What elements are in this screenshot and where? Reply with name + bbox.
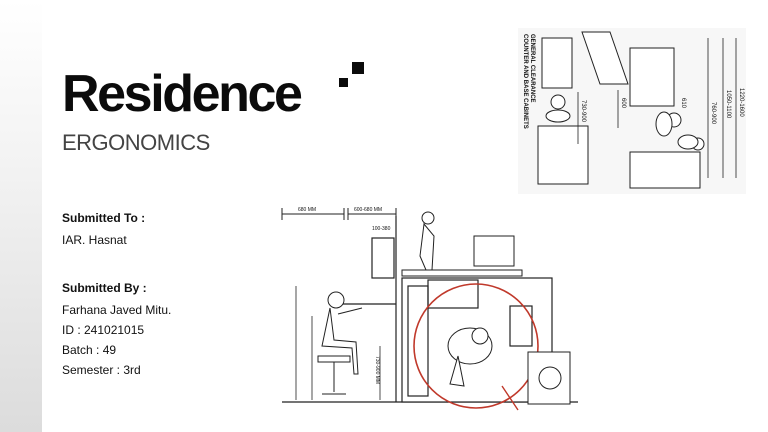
submitted-to-label: Submitted To :: [62, 211, 146, 225]
reach-radius-arc: [413, 283, 539, 409]
left-gradient-bar: [0, 0, 42, 432]
kitchen-clearance-drawing: COUNTER AND BASE CABINETS GENERAL CLEARA…: [518, 28, 746, 194]
dimension-label: 1050-1100: [725, 90, 731, 119]
plant-icon: [538, 366, 562, 390]
workspace-ergonomics-drawing: 680 MM 600-680 MM 100-380 730-900 MM: [281, 207, 578, 411]
cabinet-block: [541, 37, 573, 89]
dimension-label: 610: [680, 98, 686, 109]
submitted-by-line: Semester : 3rd: [62, 363, 141, 377]
submitted-by-line: Batch : 49: [62, 343, 117, 357]
dimension-label: 100-380: [372, 226, 391, 232]
dimension-label: 680 MM: [298, 207, 316, 213]
dimension-label: 730-900: [580, 100, 586, 123]
rug-block: [527, 351, 571, 405]
submitted-by-label: Submitted By :: [62, 281, 147, 295]
page-title: Residence: [62, 65, 303, 123]
dimension-label: 600-680 MM: [354, 207, 382, 213]
square-logo-icon: [339, 62, 364, 87]
cabinet-block: [629, 151, 701, 189]
dimension-label: 600: [620, 98, 626, 109]
cabinet-block: [537, 125, 589, 185]
dimension-label: 1220-1600: [738, 88, 744, 117]
submitted-to-block: Submitted To : IAR. Hasnat: [62, 212, 145, 252]
submitted-by-line: Farhana Javed Mitu.: [62, 303, 172, 317]
dimension-label: 760-900: [710, 102, 716, 125]
human-figure: [545, 94, 705, 151]
submitted-to-name: IAR. Hasnat: [62, 233, 127, 247]
submitted-by-block: Submitted By : Farhana Javed Mitu. ID : …: [62, 282, 171, 382]
page-subtitle: ERGONOMICS: [62, 130, 210, 155]
dimension-label: 730-900 MM: [374, 356, 380, 384]
cabinet-block: [581, 31, 629, 85]
drawing-heading: COUNTER AND BASE CABINETS: [522, 34, 528, 129]
cabinet-block: [629, 47, 675, 107]
seated-human-figure: [317, 291, 363, 395]
drawing-heading: GENERAL CLEARANCE: [529, 34, 535, 103]
submitted-by-line: ID : 241021015: [62, 323, 145, 337]
standing-workstation: [401, 211, 523, 277]
plan-human-figure: [447, 327, 493, 387]
